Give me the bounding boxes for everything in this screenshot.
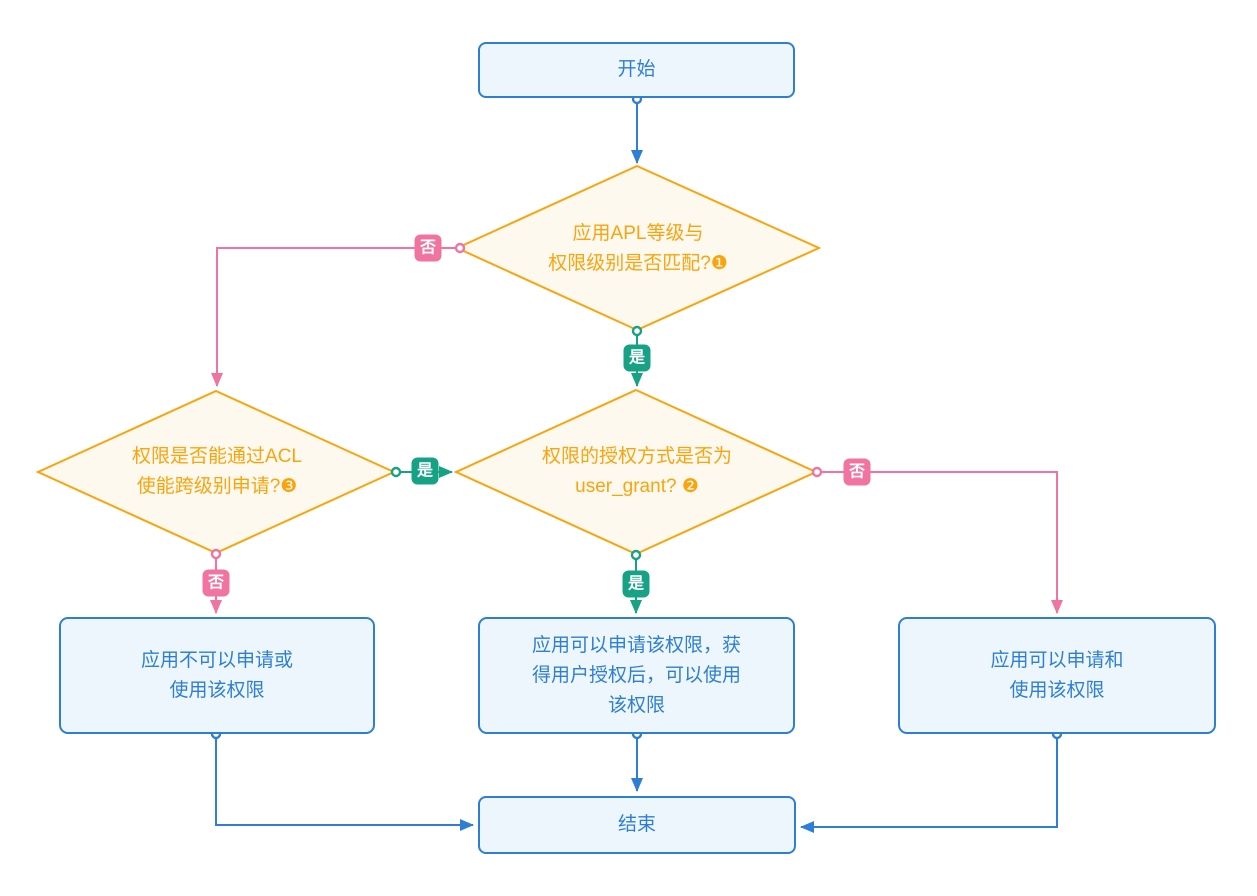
edge-decision1-no-to-decision2 [211,247,459,387]
decision-user-grant-label: 权限的授权方式是否为 user_grant? ❷ [541,446,733,497]
start-node: 开始 [478,42,795,98]
edge-label-yes: 是 [411,457,439,485]
edge-result-deny-to-end [215,735,474,831]
end-node: 结束 [478,796,796,854]
result-deny-node: 应用不可以申请或 使用该权限 [59,617,375,734]
start-node-label: 开始 [617,59,656,80]
edge-result-allow-to-end [800,735,1058,833]
connector-dot [631,325,643,337]
decision-apl-match-label: 应用APL等级与 权限级别是否匹配?❶ [548,223,728,274]
edge-label-no: 否 [414,234,442,262]
edge-label-no: 否 [202,569,230,597]
edge-label-yes: 是 [623,344,651,372]
connector-dot [811,466,823,478]
connector-dot [390,466,402,478]
decision-acl-label: 权限是否能通过ACL 使能跨级别申请?❸ [132,446,302,497]
connector-dot [630,549,642,561]
edge-decision3-no-to-result-allow [818,471,1063,614]
result-allow-node: 应用可以申请和 使用该权限 [898,617,1216,734]
connector-dot [210,548,222,560]
edge-label-no: 否 [843,458,871,486]
edge-label-yes: 是 [622,570,650,598]
connector-dot [454,242,466,254]
end-node-label: 结束 [617,814,656,835]
result-user-grant-node: 应用可以申请该权限，获 得用户授权后，可以使用 该权限 [478,617,795,734]
